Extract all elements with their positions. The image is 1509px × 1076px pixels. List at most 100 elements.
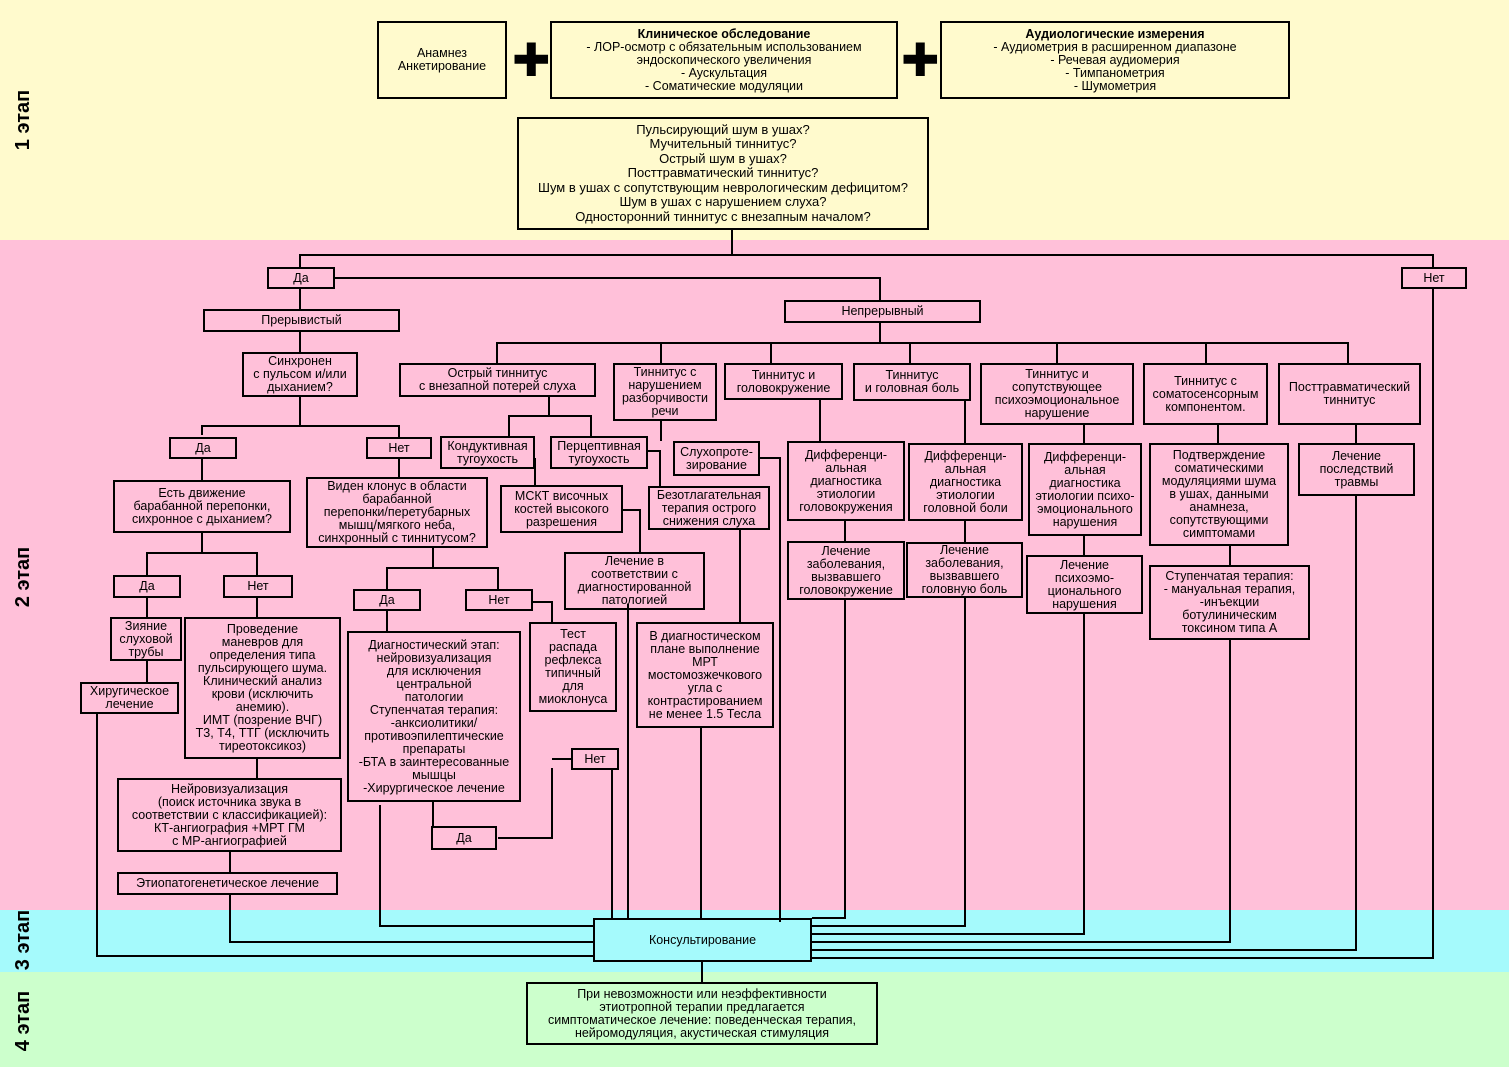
- plus-icon: ✚: [512, 34, 551, 86]
- neuroimaging-box: Нейровизуализация (поиск источника звука…: [117, 778, 342, 852]
- intermittent-label: Прерывистый: [261, 313, 342, 327]
- continuous-label: Непрерывный: [841, 304, 924, 318]
- eardrum-no-box: Нет: [223, 575, 293, 598]
- stepwise-therapy-text: Ступенчатая терапия: - мануальная терапи…: [1163, 569, 1296, 635]
- clonus-yes-box: Да: [353, 589, 421, 611]
- maneuvers-box: Проведение маневров для определения типа…: [184, 617, 341, 759]
- tube-gaping-label: Зияние слуховой трубы: [119, 618, 173, 659]
- dd-dizziness-box: Дифференци- альная диагностика этиологии…: [787, 441, 905, 521]
- treat-pathology-label: Лечение в соответствии с диагностированн…: [577, 554, 692, 607]
- consultation-box: Консультирование: [593, 918, 812, 962]
- somato-confirm-text: Подтверждение соматическими модуляциями …: [1161, 448, 1277, 540]
- mri-box: В диагностическом плане выполнение МРТ м…: [636, 622, 774, 728]
- final-treatment-box: При невозможности или неэффективности эт…: [526, 982, 878, 1045]
- trauma-treatment-box: Лечение последствий травмы: [1298, 443, 1415, 496]
- headache-tinnitus-label: Тиннитус и головная боль: [864, 368, 960, 395]
- synchronous-question: Синхронен с пульсом и/или дыханием?: [253, 354, 347, 394]
- dd-headache-box: Дифференци- альная диагностика этиологии…: [908, 443, 1023, 521]
- audiology-title: Аудиологические измерения: [1025, 26, 1205, 41]
- audiology-body: - Аудиометрия в расширенном диапазоне - …: [993, 39, 1237, 93]
- clinical-exam-box: Клиническое обследование - ЛОР-осмотр с …: [550, 21, 898, 99]
- posttrauma-tinnitus-box: Посттравматический тиннитус: [1278, 363, 1421, 425]
- clonus-no-box: Нет: [465, 589, 533, 611]
- stage-4-band: [0, 972, 1509, 1067]
- no-main-box: Нет: [1401, 267, 1467, 289]
- trauma-treatment-text: Лечение последствий травмы: [1319, 449, 1394, 489]
- eardrum-motion-box: Есть движение барабанной перепонки, сихр…: [113, 480, 291, 533]
- screening-questions-box: Пульсирующий шум в ушах? Мучительный тин…: [517, 117, 929, 230]
- hearing-aid-label: Слухопроте- зирование: [680, 444, 753, 472]
- speech-tinnitus-label: Тиннитус с нарушением разборчивости речи: [621, 365, 709, 418]
- dizziness-tinnitus-label: Тиннитус и головокружение: [736, 367, 831, 395]
- somato-tinnitus-label: Тиннитус с соматосенсорным компонентом.: [1152, 373, 1259, 414]
- eardrum-yes-box: Да: [113, 575, 181, 598]
- audiology-box: Аудиологические измерения - Аудиометрия …: [940, 21, 1290, 99]
- treat-dizziness-text: Лечение заболевания, вызвавшего головокр…: [799, 543, 893, 597]
- screening-questions: Пульсирующий шум в ушах? Мучительный тин…: [538, 121, 908, 224]
- treat-pathology-box: Лечение в соответствии с диагностированн…: [564, 552, 705, 610]
- surgery-box: Хиругическое лечение: [80, 682, 179, 714]
- etiopathogenetic-box: Этиопатогенетическое лечение: [117, 872, 338, 895]
- yes-label: Да: [456, 830, 472, 845]
- perceptive-box: Перцептивная тугоухость: [550, 436, 648, 469]
- conductive-label: Кондуктивная тугоухость: [447, 438, 528, 466]
- yes-label: Да: [293, 270, 309, 285]
- treat-psycho-text: Лечение психоэмо- ционального нарушения: [1047, 557, 1122, 611]
- no-label: Нет: [388, 440, 410, 455]
- dd-psycho-text: Дифференци- альная диагностика этиологии…: [1035, 449, 1135, 529]
- clinical-exam-body: - ЛОР-осмотр с обязательным использовани…: [586, 39, 862, 93]
- dd-psycho-box: Дифференци- альная диагностика этиологии…: [1028, 443, 1142, 536]
- msct-box: МСКТ височных костей высокого разрешения: [500, 485, 623, 533]
- eardrum-motion-question: Есть движение барабанной перепонки, сихр…: [131, 486, 272, 526]
- anamnesis-box: Анамнез Анкетирование: [377, 21, 507, 99]
- dd-headache-text: Дифференци- альная диагностика этиологии…: [923, 448, 1008, 515]
- surgery-label: Хиругическое лечение: [89, 684, 170, 711]
- final-treatment-text: При невозможности или неэффективности эт…: [547, 986, 857, 1040]
- no-label: Нет: [488, 592, 510, 607]
- stepwise-therapy-box: Ступенчатая терапия: - мануальная терапи…: [1149, 565, 1310, 640]
- clonus-question: Виден клонус в области барабанной перепо…: [318, 479, 476, 545]
- consultation-label: Консультирование: [648, 932, 757, 947]
- treat-psycho-box: Лечение психоэмо- ционального нарушения: [1026, 555, 1143, 614]
- urgent-therapy-box: Безотлагательная терапия острого снижени…: [648, 486, 770, 530]
- treat-headache-text: Лечение заболевания, вызвавшего головную…: [921, 543, 1008, 596]
- stage-1-band: [0, 0, 1509, 240]
- no-label: Нет: [247, 579, 269, 593]
- sync-yes-box: Да: [169, 437, 237, 459]
- synchronous-question-box: Синхронен с пульсом и/или дыханием?: [242, 352, 358, 397]
- yes-label: Да: [379, 592, 395, 607]
- acute-tinnitus-box: Острый тиннитус с внезапной потерей слух…: [399, 363, 596, 397]
- acute-tinnitus-label: Острый тиннитус с внезапной потерей слух…: [419, 366, 576, 393]
- msct-label: МСКТ височных костей высокого разрешения: [514, 488, 609, 529]
- posttrauma-tinnitus-label: Посттравматический тиннитус: [1288, 380, 1411, 407]
- yes-label: Да: [139, 579, 155, 593]
- conductive-box: Кондуктивная тугоухость: [440, 436, 535, 469]
- treat-dizziness-box: Лечение заболевания, вызвавшего головокр…: [787, 541, 905, 600]
- headache-tinnitus-box: Тиннитус и головная боль: [853, 363, 971, 401]
- sync-no-box: Нет: [366, 437, 432, 459]
- somato-confirm-box: Подтверждение соматическими модуляциями …: [1149, 443, 1289, 546]
- continuous-box: Непрерывный: [784, 300, 981, 323]
- neuroimaging-text: Нейровизуализация (поиск источника звука…: [131, 781, 328, 848]
- reflex-test-box: Тест распада рефлекса типичный для миокл…: [529, 622, 617, 712]
- plus-icon: ✚: [901, 34, 940, 86]
- reflex-no-box: Нет: [571, 748, 619, 770]
- speech-tinnitus-box: Тиннитус с нарушением разборчивости речи: [613, 363, 717, 421]
- yes-main-box: Да: [267, 267, 335, 289]
- mri-text: В диагностическом плане выполнение МРТ м…: [647, 628, 763, 721]
- somato-tinnitus-box: Тиннитус с соматосенсорным компонентом.: [1143, 363, 1268, 425]
- diagnostic-stage-box: Диагностический этап: нейровизуализация …: [347, 631, 521, 802]
- clonus-question-box: Виден клонус в области барабанной перепо…: [306, 477, 488, 548]
- intermittent-box: Прерывистый: [203, 309, 400, 332]
- psycho-tinnitus-label: Тиннитус и сопутствующее психоэмоциональ…: [994, 367, 1120, 420]
- tube-gaping-box: Зияние слуховой трубы: [110, 617, 182, 661]
- perceptive-label: Перцептивная тугоухость: [557, 438, 641, 466]
- yes-label: Да: [195, 440, 211, 455]
- reflex-yes-box: Да: [431, 826, 497, 850]
- dizziness-tinnitus-box: Тиннитус и головокружение: [724, 363, 843, 400]
- treat-headache-box: Лечение заболевания, вызвавшего головную…: [906, 542, 1023, 598]
- diagnostic-stage-text: Диагностический этап: нейровизуализация …: [358, 637, 510, 795]
- clinical-exam-title: Клиническое обследование: [637, 26, 811, 41]
- etiopathogenetic-label: Этиопатогенетическое лечение: [136, 876, 319, 890]
